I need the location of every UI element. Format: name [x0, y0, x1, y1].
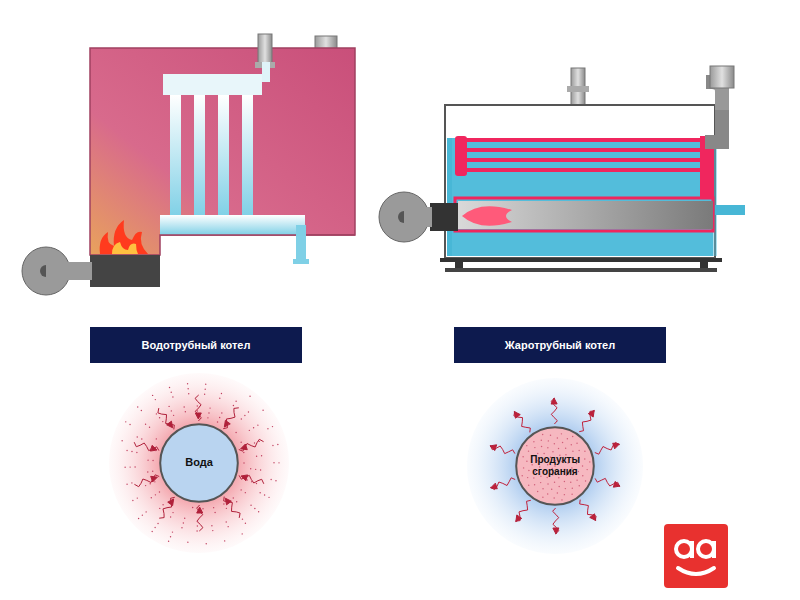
- medium-circle: Вода: [159, 423, 239, 503]
- water-tube-boiler: [22, 34, 355, 295]
- title-band: Жаротрубный котел: [454, 327, 666, 363]
- logo: [664, 524, 728, 588]
- fire-tube-boiler: [379, 66, 745, 272]
- title-band: Водотрубный котел: [90, 327, 302, 363]
- medium-label: Вода: [185, 456, 213, 470]
- medium-circle: Продукты сгорания: [515, 426, 595, 506]
- boiler-label: Водотрубный котел: [142, 339, 251, 351]
- medium-label: Продукты сгорания: [530, 454, 580, 479]
- boiler-label: Жаротрубный котел: [505, 339, 615, 351]
